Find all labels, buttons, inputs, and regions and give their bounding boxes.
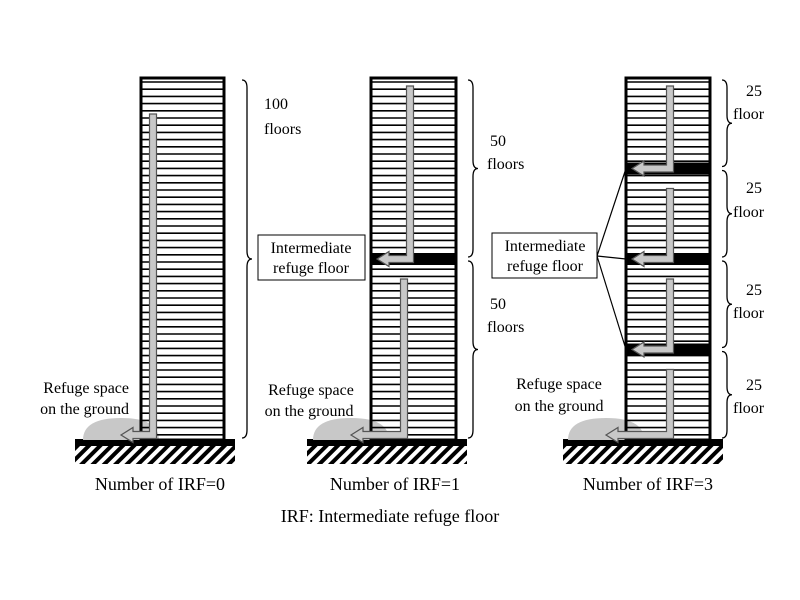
ground-hatch	[563, 446, 723, 464]
ground-hatch	[75, 446, 235, 464]
evacuation-arrow-segment	[375, 85, 415, 268]
irf-leader-lines	[596, 168, 627, 350]
evacuation-arrow	[119, 113, 158, 444]
ground-refuge-label-line1: Refuge space	[268, 382, 354, 399]
floor-unit-label: floors	[487, 156, 524, 173]
irf-leader-line	[596, 168, 627, 257]
floor-unit-label: floor	[733, 106, 765, 123]
evacuation-arrow-segment	[630, 187, 675, 268]
floor-count-label: 25	[746, 282, 762, 299]
irf-leader-line	[596, 255, 627, 350]
ground-refuge-label-line2: on the ground	[265, 403, 354, 420]
irf-leader-line	[596, 255, 627, 260]
floor-count-label: 100	[264, 96, 288, 113]
evacuation-arrow-segment	[119, 113, 158, 444]
building-irf-1: 50 floors 50 floors Intermediate refuge …	[257, 76, 524, 494]
floor-segment-brace	[721, 79, 733, 168]
evacuation-arrow	[349, 85, 415, 444]
evacuation-arrow-segment	[604, 368, 675, 444]
floor-unit-label: floor	[733, 305, 765, 322]
floor-count-label: 25	[746, 180, 762, 197]
irf-label-box	[257, 234, 366, 281]
ground-line	[75, 439, 235, 446]
irf-label-line1: Intermediate	[505, 238, 586, 255]
floor-brace	[467, 79, 479, 439]
floor-unit-label: floor	[733, 204, 765, 221]
floor-unit-label: floors	[487, 319, 524, 336]
floor-segment-brace	[721, 350, 733, 439]
floor-count-label: 25	[746, 83, 762, 100]
irf-label-line2: refuge floor	[507, 258, 584, 275]
evacuation-arrow-segment	[630, 278, 675, 359]
floor-segment-brace	[241, 79, 253, 439]
floor-segment-brace	[467, 79, 479, 258]
floor-segment-brace	[721, 169, 733, 258]
building-caption: Number of IRF=3	[583, 474, 713, 494]
irf-label-box	[491, 232, 598, 279]
floor-unit-label: floors	[264, 121, 301, 138]
floor-count-label: 50	[490, 133, 506, 150]
ground-refuge-label-line2: on the ground	[515, 398, 604, 415]
floor-brace	[241, 79, 253, 439]
ground-hatch	[307, 446, 467, 464]
building-outline	[139, 76, 226, 442]
floor-unit-label: floor	[733, 400, 765, 417]
floor-count-label: 50	[490, 296, 506, 313]
ground-line	[563, 439, 723, 446]
floor-segment-brace	[721, 260, 733, 349]
evacuation-arrow	[604, 85, 675, 444]
floor-segment-brace	[467, 260, 479, 439]
building-caption: Number of IRF=1	[330, 474, 460, 494]
irf-label-line1: Intermediate	[271, 240, 352, 257]
evacuation-arrow-segment	[349, 278, 409, 444]
building-irf-3: 25 floor 25 floor 25 floor 25 floor Inte…	[491, 76, 765, 494]
building-outline	[369, 76, 458, 442]
irf-label-line2: refuge floor	[273, 260, 350, 277]
building-caption: Number of IRF=0	[95, 474, 225, 494]
building-irf-0: 100 floors Refuge space on the ground Nu…	[40, 76, 301, 494]
evacuation-arrow-segment	[630, 85, 675, 178]
floor-count-label: 25	[746, 377, 762, 394]
ground-refuge-label-line1: Refuge space	[516, 376, 602, 393]
floor-brace	[721, 79, 733, 439]
ground-line	[307, 439, 467, 446]
ground-refuge-label-line1: Refuge space	[43, 380, 129, 397]
ground-refuge-label-line2: on the ground	[40, 401, 129, 418]
figure-caption: IRF: Intermediate refuge floor	[281, 506, 499, 526]
